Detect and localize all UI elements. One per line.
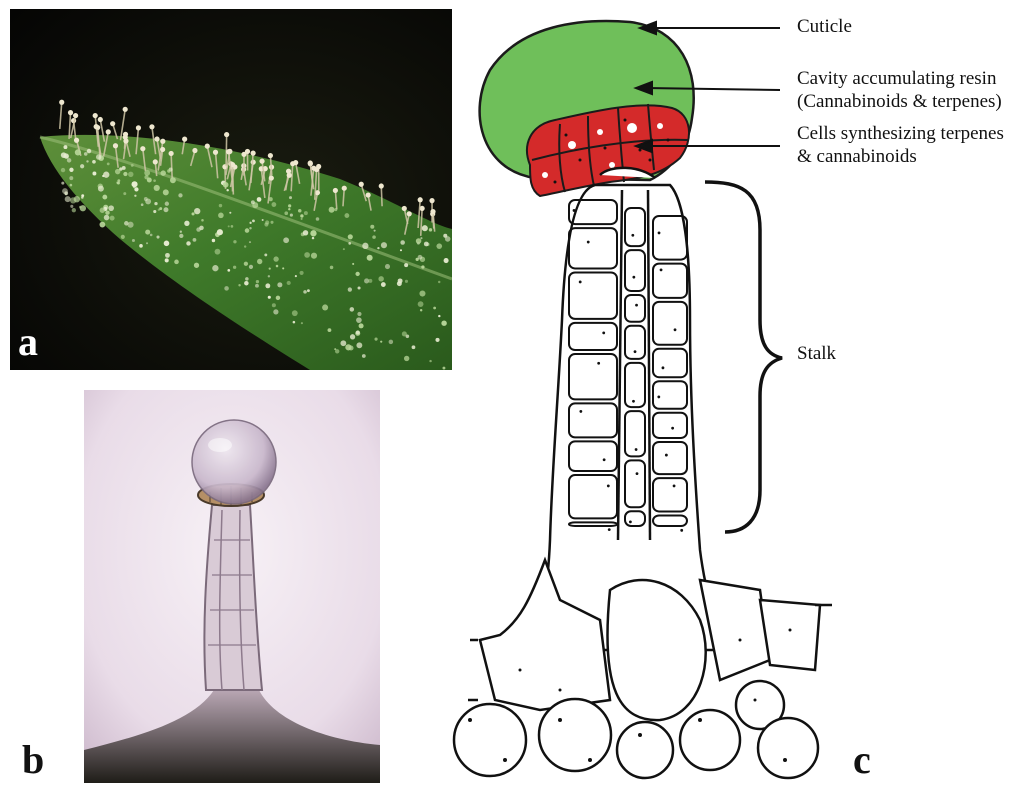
cells-label-line1: Cells synthesizing terpenes bbox=[797, 122, 1004, 145]
trichome-micrograph bbox=[84, 390, 380, 783]
lower-round-cells bbox=[454, 681, 818, 778]
stalk-label: Stalk bbox=[797, 342, 836, 365]
cells-label-line2: & cannabinoids bbox=[797, 145, 1004, 168]
cell-nuclei bbox=[542, 123, 663, 178]
cuticle-label: Cuticle bbox=[797, 15, 852, 38]
panel-letter-b: b bbox=[22, 740, 44, 780]
cavity-label: Cavity accumulating resin (Cannabinoids … bbox=[797, 67, 1002, 113]
base-cells bbox=[468, 560, 832, 720]
stalk-cell-walls bbox=[569, 200, 687, 532]
base-granules bbox=[468, 629, 792, 763]
cavity-label-line1: Cavity accumulating resin bbox=[797, 67, 1002, 90]
leaf-trichome-photo bbox=[10, 9, 452, 370]
panel-letter-c: c bbox=[853, 740, 871, 780]
panel-a-photo: a bbox=[10, 9, 452, 370]
cavity-arrow bbox=[646, 88, 780, 90]
stalk-brace bbox=[705, 182, 782, 532]
panel-letter-a: a bbox=[18, 322, 38, 362]
cells-label: Cells synthesizing terpenes & cannabinoi… bbox=[797, 122, 1004, 168]
secretory-cells bbox=[527, 104, 689, 196]
cell-granules bbox=[554, 119, 670, 184]
stalk-cells bbox=[530, 168, 720, 650]
callout-arrows bbox=[636, 22, 780, 152]
panel-b-micrograph bbox=[84, 390, 380, 783]
cavity-label-line2: (Cannabinoids & terpenes) bbox=[797, 90, 1002, 113]
resin-cavity-shape bbox=[480, 21, 694, 180]
